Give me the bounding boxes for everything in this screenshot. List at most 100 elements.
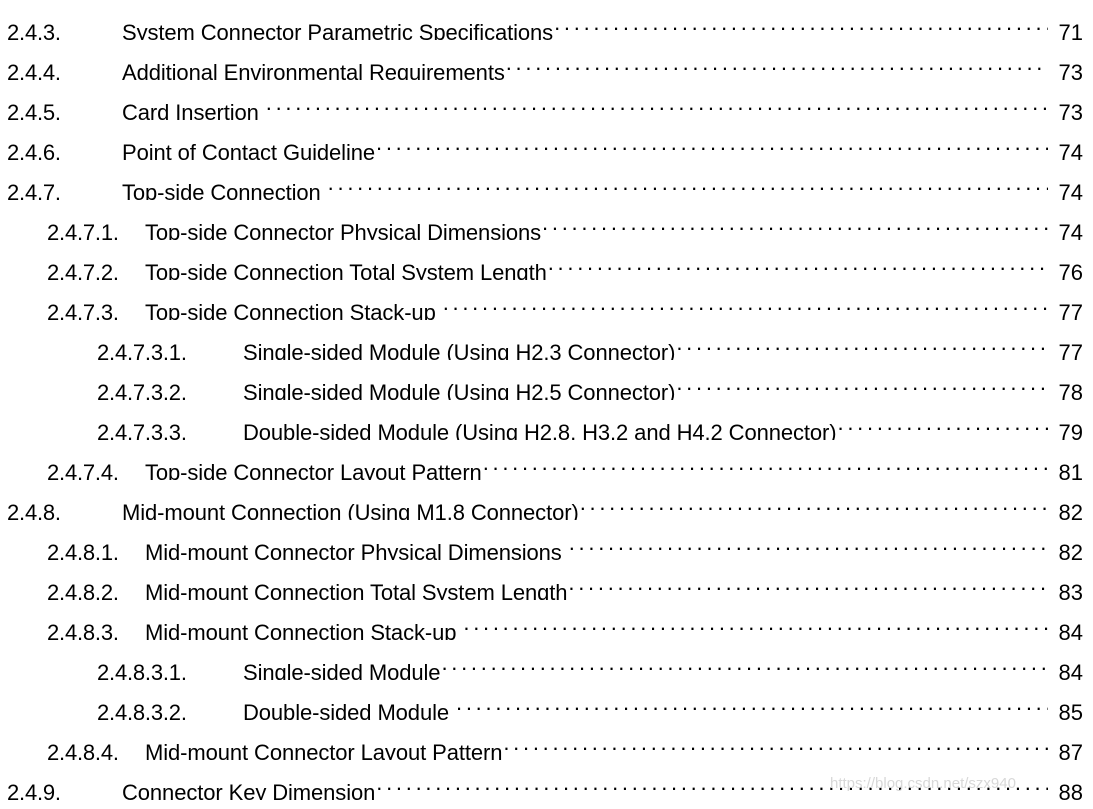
toc-dot-leader (376, 800, 1048, 809)
toc-entry-page-number: 79 (1058, 420, 1083, 440)
toc-entry-page-number: 84 (1058, 620, 1083, 640)
toc-dot-leader (376, 120, 1048, 160)
toc-entry[interactable]: 2.4.9.1.Host Connector Keying88 (0, 800, 1093, 809)
toc-entry-page-number: 74 (1058, 140, 1083, 160)
toc-entry-page-number: 71 (1058, 20, 1083, 40)
toc-entry-number: 2.4.3. (7, 20, 61, 40)
toc-entry-number: 2.4.7.1. (47, 220, 119, 240)
toc-entry[interactable]: 2.4.8.2. Mid-mount Connection Total Syste… (0, 560, 1093, 600)
toc-entry-page-number: 82 (1058, 540, 1083, 560)
toc-entry-number: 2.4.7. (7, 180, 61, 200)
toc-dot-leader (580, 480, 1048, 520)
toc-entry-number: 2.4.8.4. (47, 740, 119, 760)
toc-entry-number: 2.4.8.3.2. (97, 700, 187, 720)
toc-entry-title: Mid-mount Connection Stack-up (145, 620, 457, 640)
toc-dot-leader (443, 280, 1048, 320)
toc-entry-title: Mid-mount Connection (Using M1.8 Connect… (122, 500, 579, 520)
toc-entry[interactable]: 2.4.8.3.1. Single-sided Module 84 (0, 640, 1093, 680)
toc-entry-page-number: 85 (1058, 700, 1083, 720)
toc-dot-leader (838, 400, 1048, 440)
toc-entry-page-number: 76 (1058, 260, 1083, 280)
toc-entry-page-number: 77 (1058, 340, 1083, 360)
toc-entry-title: Top-side Connector Physical Dimensions (145, 220, 542, 240)
toc-entry-number: 2.4.7.2. (47, 260, 119, 280)
toc-entry-number: 2.4.7.3.1. (97, 340, 187, 360)
toc-entry-title: Top-side Connection Total System Length (145, 260, 547, 280)
toc-entry-title: Double-sided Module (243, 700, 450, 720)
toc-entry-number: 2.4.4. (7, 60, 61, 80)
toc-entry-number: 2.4.9. (7, 780, 61, 800)
toc-entry-page-number: 83 (1058, 580, 1083, 600)
toc-entry-number: 2.4.8.3. (47, 620, 119, 640)
toc-entry-title: Single-sided Module (Using H2.3 Connecto… (243, 340, 676, 360)
toc-entry[interactable]: 2.4.7.3.1. Single-sided Module (Using H2.… (0, 320, 1093, 360)
toc-entry-page-number: 88 (1058, 780, 1083, 800)
toc-dot-leader (542, 200, 1048, 240)
toc-entry-title: Point of Contact Guideline (122, 140, 375, 160)
toc-entry-page-number: 74 (1058, 220, 1083, 240)
toc-entry-page-number: 73 (1058, 60, 1083, 80)
toc-dot-leader (483, 440, 1048, 480)
toc-entry[interactable]: 2.4.7.4. Top-side Connector Layout Patter… (0, 440, 1093, 480)
toc-entry-title: Card Insertion (122, 100, 259, 120)
toc-entry-number: 2.4.8.2. (47, 580, 119, 600)
toc-entry-title: Mid-mount Connector Layout Pattern (145, 740, 503, 760)
toc-entry-title: Single-sided Module (243, 660, 441, 680)
toc-entry-number: 2.4.5. (7, 100, 61, 120)
toc-entry[interactable]: 2.4.8. Mid-mount Connection (Using M1.8 C… (0, 480, 1093, 520)
toc-entry[interactable]: 2.4.8.3. Mid-mount Connection Stack-up 84 (0, 600, 1093, 640)
toc-entry-number: 2.4.7.4. (47, 460, 119, 480)
toc-entry[interactable]: 2.4.7.2. Top-side Connection Total System… (0, 240, 1093, 280)
toc-dot-leader (676, 360, 1048, 400)
toc-dot-leader (569, 520, 1048, 560)
toc-entry[interactable]: 2.4.4. Additional Environmental Requireme… (0, 40, 1093, 80)
toc-entry-title: Mid-mount Connection Total System Length (145, 580, 568, 600)
toc-entry[interactable]: 2.4.7.1. Top-side Connector Physical Dime… (0, 200, 1093, 240)
toc-dot-leader (441, 640, 1048, 680)
toc-entry-page-number: 77 (1058, 300, 1083, 320)
toc-entry[interactable]: 2.4.8.4. Mid-mount Connector Layout Patte… (0, 720, 1093, 760)
toc-entry-number: 2.4.7.3.2. (97, 380, 187, 400)
toc-dot-leader (266, 80, 1048, 120)
toc-entry-title: Top-side Connection Stack-up (145, 300, 436, 320)
toc-dot-leader (463, 600, 1048, 640)
toc-entry[interactable]: 2.4.5.Card Insertion73 (0, 80, 1093, 120)
toc-entry-title: Mid-mount Connector Physical Dimensions (145, 540, 562, 560)
toc-dot-leader (676, 320, 1048, 360)
toc-entry-page-number: 78 (1058, 380, 1083, 400)
toc-entry-title: Single-sided Module (Using H2.5 Connecto… (243, 380, 676, 400)
toc-entry-number: 2.4.6. (7, 140, 61, 160)
toc-entry-title: Top-side Connection (122, 180, 321, 200)
toc-entry-title: Double-sided Module (Using H2.8, H3.2 an… (243, 420, 837, 440)
toc-entry[interactable]: 2.4.8.3.2. Double-sided Module 85 (0, 680, 1093, 720)
toc-entry[interactable]: 2.4.7.3. Top-side Connection Stack-up 77 (0, 280, 1093, 320)
toc-entry-page-number: 84 (1058, 660, 1083, 680)
toc-entry-page-number: 81 (1058, 460, 1083, 480)
toc-entry-title: Additional Environmental Requirements (122, 60, 505, 80)
toc-entry[interactable]: 2.4.7.3.2. Single-sided Module (Using H2.… (0, 360, 1093, 400)
toc-dot-leader (328, 160, 1048, 200)
toc-entry[interactable]: 2.4.8.1. Mid-mount Connector Physical Dim… (0, 520, 1093, 560)
toc-entry-number: 2.4.8.3.1. (97, 660, 187, 680)
toc-dot-leader (376, 760, 1048, 800)
toc-entry-number: 2.4.8.1. (47, 540, 119, 560)
toc-entry-page-number: 82 (1058, 500, 1083, 520)
toc-dot-leader (568, 560, 1048, 600)
toc-entry-page-number: 87 (1058, 740, 1083, 760)
toc-entry[interactable]: 2.4.7.3.3. Double-sided Module (Using H2.… (0, 400, 1093, 440)
toc-entry-title: Connector Key Dimension (122, 780, 376, 800)
toc-entry-number: 2.4.8. (7, 500, 61, 520)
toc-entry-number: 2.4.7.3.3. (97, 420, 187, 440)
toc-entry-number: 2.4.7.3. (47, 300, 119, 320)
toc-entry[interactable]: 2.4.3. System Connector Parametric Specif… (0, 0, 1093, 40)
toc-dot-leader (503, 720, 1048, 760)
toc-entry[interactable]: 2.4.7. Top-side Connection 74 (0, 160, 1093, 200)
toc-dot-leader (506, 40, 1048, 80)
toc-entry-page-number: 74 (1058, 180, 1083, 200)
toc-entry[interactable]: 2.4.9. Connector Key Dimension 88 (0, 760, 1093, 800)
toc-entry-title: Top-side Connector Layout Pattern (145, 460, 482, 480)
toc-entry[interactable]: 2.4.6. Point of Contact Guideline 74 (0, 120, 1093, 160)
toc-entry-title: System Connector Parametric Specificatio… (122, 20, 554, 40)
